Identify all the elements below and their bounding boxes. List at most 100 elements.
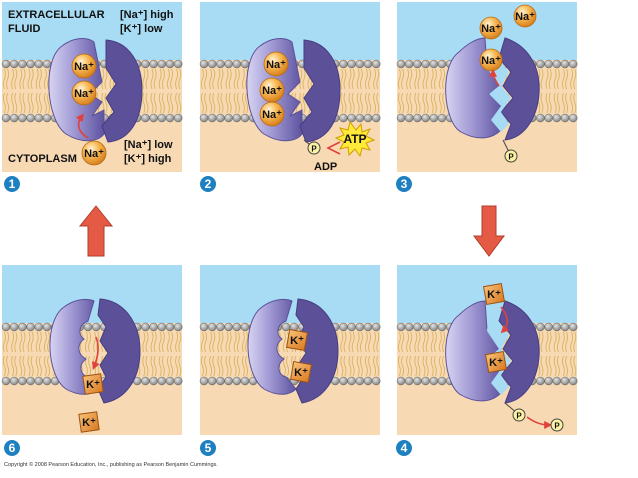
lipid-head: [421, 113, 430, 123]
lipid-tail: [220, 331, 224, 353]
sodium-ion: Na⁺: [479, 16, 503, 40]
lipid-head: [141, 113, 150, 123]
lipid-head: [363, 113, 373, 123]
lipid-head: [141, 322, 150, 332]
svg-text:K⁺: K⁺: [294, 367, 308, 379]
lipid-head: [165, 113, 175, 123]
lipid-tail: [414, 68, 418, 90]
lipid-tail: [38, 331, 42, 353]
lipid-tail: [178, 331, 182, 353]
step-badge-6: 6: [4, 440, 20, 456]
lipid-head: [42, 59, 52, 69]
lipid-tail: [356, 331, 360, 353]
lipid-head: [429, 113, 439, 123]
lipid-tail: [233, 68, 237, 90]
lipid-head: [141, 59, 150, 69]
lipid-head: [544, 376, 553, 386]
lipid-tail: [545, 331, 549, 353]
lipid-head: [18, 376, 27, 386]
lipid-tail: [217, 355, 221, 377]
lipid-tail: [433, 92, 437, 114]
lipid-tail: [397, 68, 401, 90]
lipid-tail: [373, 68, 377, 90]
lipid-tail: [425, 92, 429, 114]
lipid-head: [207, 322, 217, 332]
lipid-tail: [545, 355, 549, 377]
lipid-tail: [422, 92, 426, 114]
panel-step-5: K⁺ K⁺: [199, 265, 381, 435]
lipid-head: [165, 59, 175, 69]
svg-text:K⁺: K⁺: [489, 357, 503, 369]
svg-text:5: 5: [205, 441, 212, 455]
lipid-head: [371, 376, 381, 386]
lipid-tail: [35, 92, 39, 114]
lipid-head: [339, 322, 348, 332]
lipid-tail: [241, 331, 245, 353]
lipid-tail: [47, 355, 51, 377]
sodium-concentration-label: [Na⁺] high: [120, 9, 174, 21]
lipid-tail: [153, 68, 157, 90]
lipid-tail: [225, 331, 229, 353]
lipid-head: [355, 59, 365, 69]
lipid-head: [339, 376, 348, 386]
lipid-tail: [561, 331, 565, 353]
lipid-tail: [6, 68, 10, 90]
lipid-tail: [19, 355, 23, 377]
lipid-head: [26, 322, 35, 332]
lipid-head: [240, 376, 250, 386]
lipid-tail: [11, 331, 15, 353]
sodium-ion: Na⁺: [479, 48, 503, 72]
sodium-ion: Na⁺: [259, 101, 285, 127]
lipid-tail: [540, 355, 544, 377]
lipid-tail: [561, 68, 565, 90]
lipid-tail: [368, 331, 372, 353]
lipid-tail: [368, 92, 372, 114]
lipid-tail: [376, 331, 380, 353]
lipid-tail: [302, 92, 306, 114]
phosphorylation-arrow: [326, 141, 341, 155]
cytoplasm-label: CYTOPLASM: [8, 153, 77, 165]
lipid-head: [1, 376, 11, 386]
svg-text:4: 4: [401, 441, 408, 455]
sodium-concentration-label: [Na⁺] low: [124, 139, 173, 151]
lipid-head: [207, 376, 217, 386]
lipid-head: [216, 59, 225, 69]
lipid-tail: [401, 331, 405, 353]
lipid-head: [199, 113, 209, 123]
lipid-tail: [150, 92, 154, 114]
lipid-head: [339, 59, 348, 69]
lipid-tail: [236, 355, 240, 377]
lipid-head: [18, 59, 27, 69]
sodium-ion: Na⁺: [263, 51, 289, 77]
lipid-tail: [233, 355, 237, 377]
lipid-head: [347, 113, 356, 123]
lipid-tail: [19, 68, 23, 90]
lipid-head: [224, 59, 233, 69]
lipid-tail: [406, 92, 410, 114]
lipid-tail: [397, 92, 401, 114]
lipid-tail: [351, 331, 355, 353]
lipid-tail: [228, 355, 232, 377]
lipid-tail: [178, 68, 182, 90]
lipid-head: [1, 322, 11, 332]
lipid-head: [363, 59, 373, 69]
lipid-tail: [351, 68, 355, 90]
lipid-tail: [150, 355, 154, 377]
lipid-head: [536, 59, 545, 69]
lipid-head: [536, 113, 545, 123]
lipid-head: [207, 113, 217, 123]
lipid-tail: [286, 355, 290, 377]
lipid-tail: [217, 92, 221, 114]
lipid-tail: [343, 68, 347, 90]
lipid-tail: [212, 331, 216, 353]
svg-text:Na⁺: Na⁺: [515, 11, 535, 23]
panel-step-2: Na⁺ Na⁺ Na⁺ ATP ADP P: [199, 2, 381, 173]
svg-text:Na⁺: Na⁺: [266, 59, 286, 71]
lipid-tail: [220, 68, 224, 90]
svg-text:P: P: [554, 422, 560, 431]
lipid-head: [199, 59, 209, 69]
sodium-ion: Na⁺: [71, 53, 97, 79]
lipid-head: [173, 113, 183, 123]
lipid-tail: [170, 92, 174, 114]
